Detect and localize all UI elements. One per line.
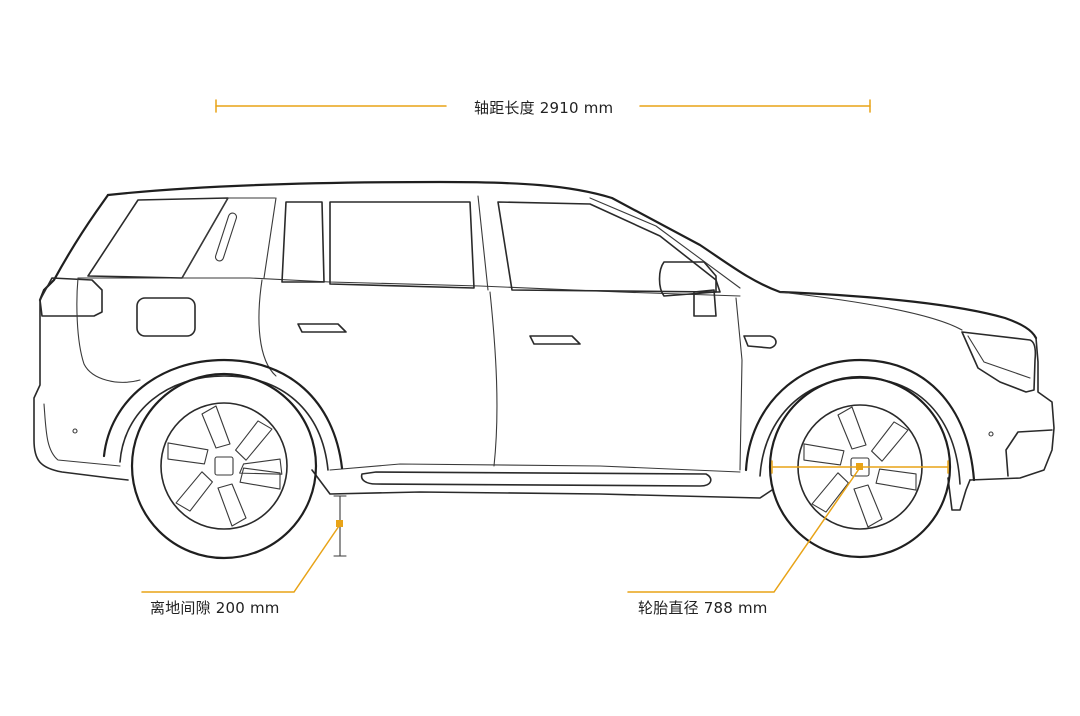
rear-outline [38, 193, 110, 302]
front-bumper [1005, 429, 1053, 477]
rocker-panel [360, 471, 712, 487]
front-lower [947, 477, 971, 511]
rear-door-handle [297, 323, 347, 333]
wheelbase-label: 轴距长度 2910 mm [474, 99, 614, 117]
front-door-handle [529, 335, 581, 345]
tail-light [39, 277, 103, 317]
rear-spokes [167, 405, 283, 527]
front-door-window [497, 201, 721, 293]
ground-clearance-dimension [141, 495, 347, 593]
pillar-trim [214, 212, 238, 262]
body-crease [329, 463, 741, 473]
rear-wheel [102, 358, 344, 560]
front-spokes [803, 406, 917, 528]
hood-line [779, 291, 963, 331]
side-indicator [743, 335, 777, 349]
mirror-stem [693, 289, 717, 317]
middle-window [329, 201, 475, 289]
tire-leader [627, 468, 860, 593]
rear-tire [130, 372, 318, 560]
rear-window-pillar [181, 197, 276, 279]
charge-port-door [136, 297, 196, 337]
car-outline [33, 180, 1055, 511]
front-fascia [969, 337, 1055, 481]
rear-bumper [33, 299, 129, 481]
rear-wheel-arch [102, 358, 344, 470]
rear-door-window [281, 201, 325, 283]
rear-arch-inner [119, 375, 329, 471]
rear-quarter [76, 277, 141, 383]
front-sensor [988, 431, 994, 437]
door-split [489, 291, 498, 467]
front-door-cut [735, 297, 743, 471]
belt-line [77, 277, 741, 297]
rear-sensor [72, 428, 78, 434]
roof-outline [106, 180, 1038, 340]
rear-rim [160, 402, 288, 530]
b-pillar [477, 195, 489, 291]
headlight [961, 331, 1037, 393]
clearance-leader [141, 525, 340, 593]
lower-body [311, 469, 773, 499]
side-mirror [658, 261, 717, 297]
rear-door-cut [258, 279, 277, 377]
front-wheel-arch [744, 358, 976, 482]
rear-bumper-line [43, 403, 121, 467]
headlight-inner [967, 335, 1031, 379]
clearance-marker [336, 520, 343, 527]
wheelbase-dimension [215, 99, 871, 113]
tire-diameter-label: 轮胎直径 788 mm [638, 599, 768, 617]
front-wheel [744, 358, 976, 559]
ground-clearance-label: 离地间隙 200 mm [150, 599, 280, 617]
c-pillar [263, 197, 277, 279]
windshield [589, 197, 741, 289]
tire-diameter-dimension [627, 460, 949, 593]
rear-quarter-window [87, 197, 229, 279]
tire-center-marker [856, 463, 863, 470]
front-tire [768, 375, 952, 559]
